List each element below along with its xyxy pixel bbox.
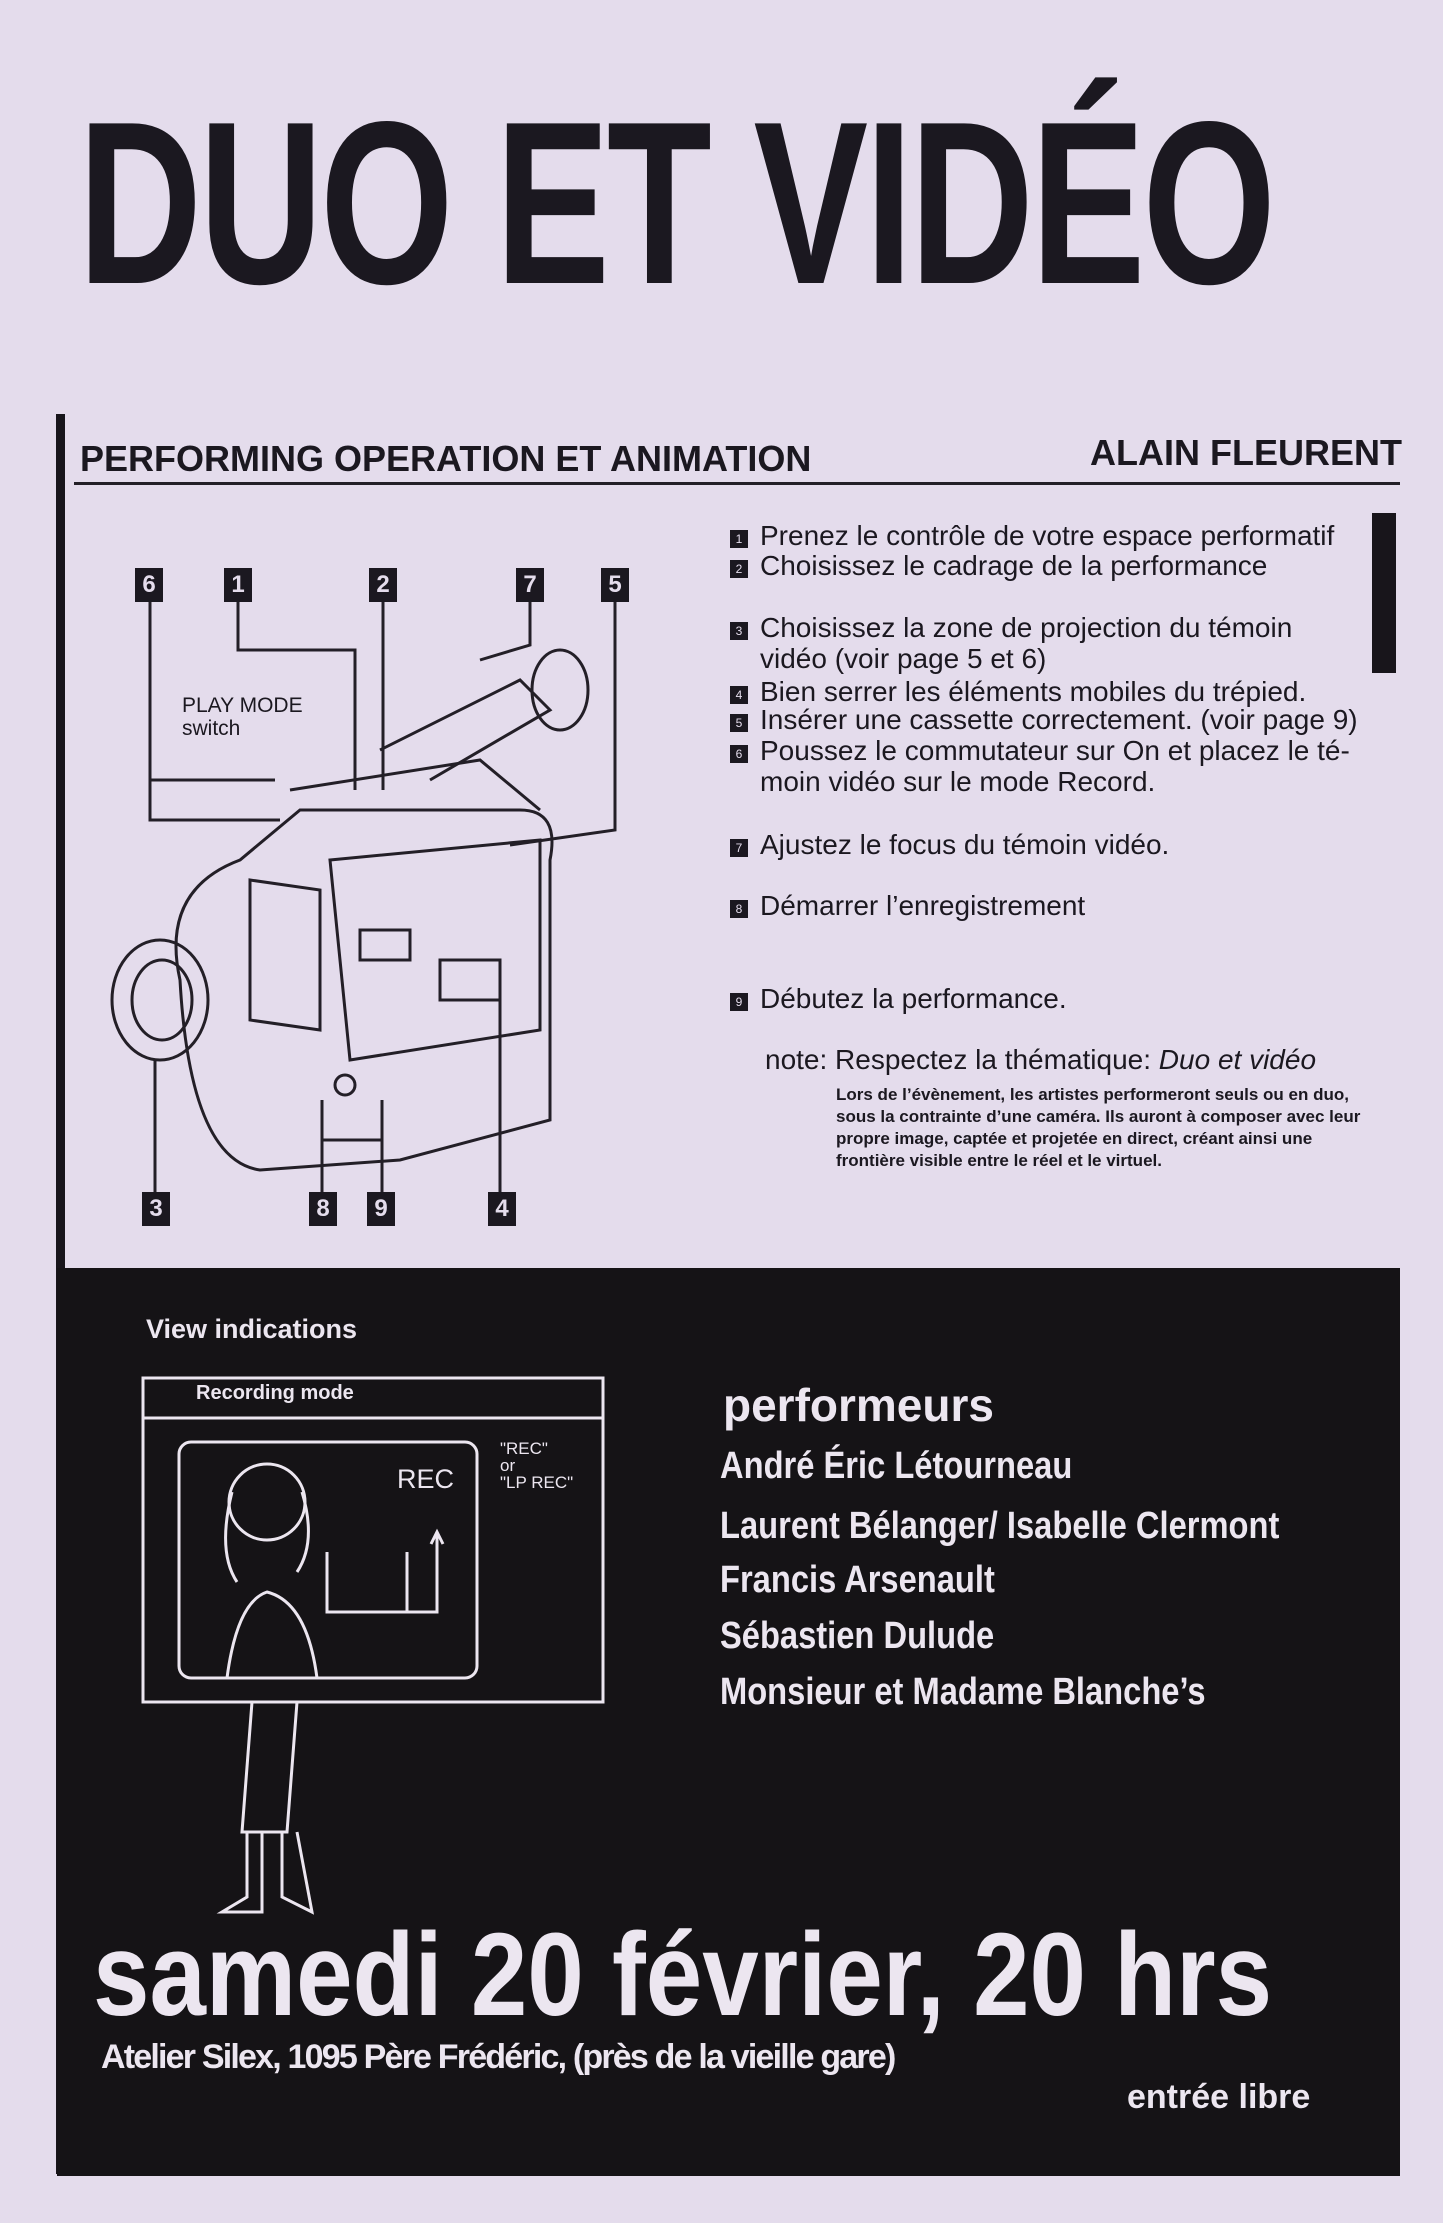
entry-info: entrée libre	[1127, 2078, 1311, 2116]
section-subtitle: PERFORMING OPERATION ET ANIMATION	[80, 438, 812, 479]
performer-name: Monsieur et Madame Blanche’s	[720, 1671, 1206, 1713]
diagram-label-1: 1	[224, 568, 252, 602]
performer-name: André Éric Létourneau	[720, 1445, 1073, 1487]
view-indications-heading: View indications	[146, 1314, 358, 1344]
diagram-label-9: 9	[367, 1192, 395, 1226]
author-name: ALAIN FLEURENT	[1090, 432, 1402, 473]
rec-options: "REC"or"LP REC"	[500, 1439, 574, 1492]
performer-name: Francis Arsenault	[720, 1559, 995, 1601]
event-address: Atelier Silex, 1095 Père Frédéric, (près…	[101, 2038, 896, 2076]
event-date: samedi 20 février, 20 hrs	[93, 1909, 1273, 2041]
diagram-label-8: 8	[309, 1192, 337, 1226]
note-body: Lors de l’évènement, les artistes perfor…	[836, 1085, 1361, 1170]
diagram-label-4: 4	[488, 1192, 516, 1226]
diagram-label-7: 7	[516, 568, 544, 602]
header-divider	[74, 482, 1400, 485]
performers-heading: performeurs	[723, 1379, 994, 1431]
performer-name: Sébastien Dulude	[720, 1615, 995, 1657]
rec-indicator: REC	[397, 1464, 455, 1494]
diagram-label-3: 3	[142, 1192, 170, 1226]
recording-mode-illustration	[141, 1376, 605, 1915]
diagram-label-5: 5	[601, 568, 629, 602]
camcorder-illustration	[110, 600, 617, 1200]
right-marker	[1372, 513, 1396, 673]
event-panel: View indications Recording mode REC "REC…	[57, 1268, 1400, 2176]
poster-title: DUO ET VIDÉO	[78, 74, 1276, 333]
recording-mode-label: Recording mode	[196, 1382, 354, 1404]
diagram-label-2: 2	[369, 568, 397, 602]
diagram-label-6: 6	[135, 568, 163, 602]
note-line: note: Respectez la thématique: Duo et vi…	[765, 1044, 1317, 1075]
performer-name: Laurent Bélanger/ Isabelle Clermont	[720, 1505, 1280, 1547]
